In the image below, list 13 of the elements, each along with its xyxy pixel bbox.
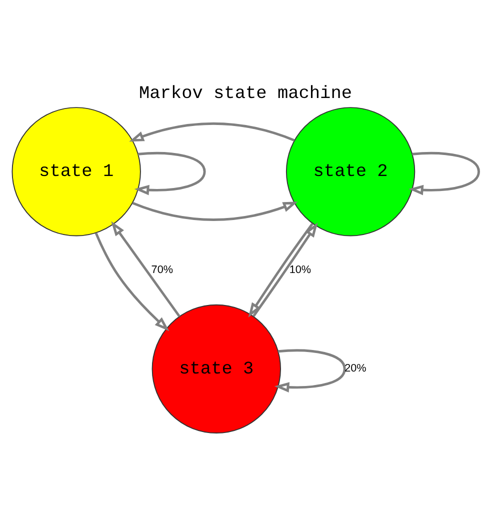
node-circle: state 3 [152, 304, 281, 434]
diagram-title: Markov state machine [138, 84, 352, 104]
edge-label: 10% [289, 264, 312, 276]
arrow [408, 151, 480, 195]
arrow [129, 122, 295, 142]
arrow [132, 201, 298, 220]
edge-label: 20% [344, 362, 366, 374]
arrow [111, 220, 180, 317]
arrow [134, 151, 206, 195]
node-circle: state 2 [286, 106, 416, 236]
edge-label: 70% [151, 264, 173, 276]
arrow [94, 232, 170, 331]
arrow [274, 348, 346, 392]
